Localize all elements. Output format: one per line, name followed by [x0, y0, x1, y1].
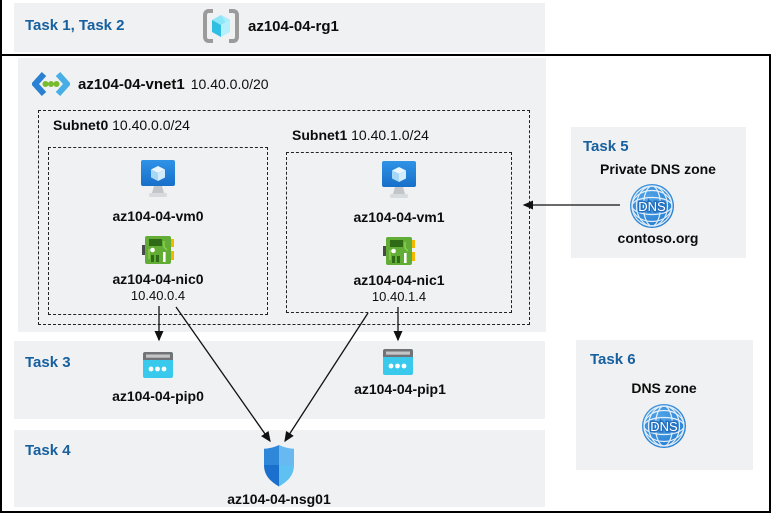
nic0-name: az104-04-nic0	[112, 271, 204, 287]
nic1-ip: 10.40.1.4	[371, 289, 427, 304]
nic-icon	[142, 236, 174, 264]
vm0-name: az104-04-vm0	[112, 208, 204, 224]
public-ip-icon	[382, 346, 414, 383]
pip1-name: az104-04-pip1	[354, 381, 446, 397]
task-1-2-label: Task 1, Task 2	[25, 17, 125, 34]
subnet0-label: Subnet0 10.40.0.0/24	[53, 117, 190, 133]
nic-icon	[383, 237, 415, 265]
vm1-name: az104-04-vm1	[353, 209, 445, 225]
dns-icon-text: DNS	[638, 199, 666, 214]
subnet1-label: Subnet1 10.40.1.0/24	[292, 127, 429, 143]
task-6-label: Task 6	[590, 351, 636, 368]
private-dns-zone-title: Private DNS zone	[600, 161, 716, 177]
vnet-panel	[18, 58, 546, 332]
subnet0-stack: az104-04-vm0 az104-04-nic0 10.40.0.4	[48, 159, 268, 303]
dns-globe-icon: DNS	[641, 403, 687, 454]
subnet0-name: Subnet0	[53, 117, 109, 133]
private-dns-zone-name: contoso.org	[617, 230, 699, 246]
nic1-name: az104-04-nic1	[353, 272, 445, 288]
nsg-name: az104-04-nsg01	[227, 491, 331, 507]
subnet1-cidr: 10.40.1.0/24	[351, 127, 429, 143]
vnet-cidr: 10.40.0.0/20	[190, 76, 269, 92]
resource-group-boundary	[0, 54, 771, 513]
vnet-name: az104-04-vnet1	[78, 75, 185, 93]
subnet0-box	[48, 147, 268, 315]
dns-globe-icon: DNS	[629, 183, 675, 234]
resource-group-name: az104-04-rg1	[248, 18, 339, 35]
vm-icon	[382, 161, 416, 198]
pip0-name: az104-04-pip0	[112, 388, 204, 404]
vnet-title: az104-04-vnet1 10.40.0.0/20	[78, 72, 269, 96]
task-3-band	[14, 341, 545, 419]
subnet1-stack: az104-04-vm1 az104-04-nic1 10.40.1.4	[286, 160, 512, 304]
task-5-label: Task 5	[583, 138, 629, 155]
subnets-boundary	[38, 110, 530, 325]
dns-icon-text: DNS	[650, 419, 678, 434]
public-ip-icon	[142, 349, 174, 386]
subnet1-name: Subnet1	[292, 127, 348, 143]
left-edge-line	[0, 0, 2, 56]
task-1-2-band	[14, 3, 545, 52]
resource-group-icon	[201, 7, 241, 50]
task-4-label: Task 4	[25, 442, 71, 459]
subnet1-box	[286, 152, 512, 313]
nic0-ip: 10.40.0.4	[130, 288, 186, 303]
subnet0-cidr: 10.40.0.0/24	[112, 117, 190, 133]
task-3-label: Task 3	[25, 354, 71, 371]
dns-zone-title: DNS zone	[631, 380, 697, 396]
vm-icon	[141, 160, 175, 197]
vnet-icon	[30, 71, 72, 102]
nsg-shield-icon	[262, 444, 296, 493]
